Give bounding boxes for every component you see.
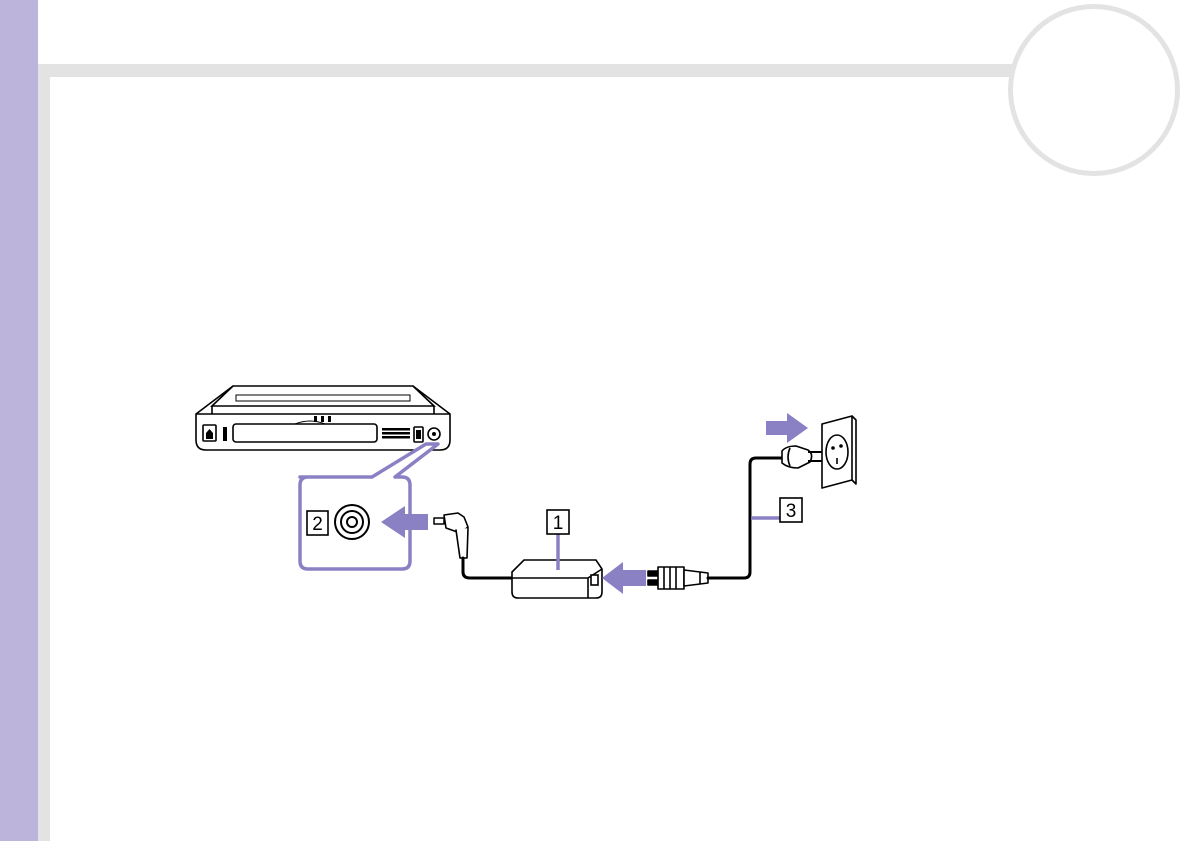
laptop-illustration: [196, 386, 450, 450]
callout-2-label: 2: [312, 514, 323, 535]
callout-2: 2: [307, 511, 328, 535]
callout-3: 3: [751, 498, 802, 522]
callout-1-label: 1: [553, 513, 564, 534]
dc-plug-cable: [434, 513, 512, 578]
dc-in-zoom-callout: [300, 444, 438, 569]
wall-outlet-illustration: [822, 416, 856, 488]
arrow-right-icon: [766, 413, 808, 443]
callout-3-label: 3: [786, 501, 797, 522]
dc-in-port-icon: [335, 505, 369, 539]
wall-plug-illustration: [782, 446, 822, 468]
ac-cord-connector: [648, 567, 708, 589]
arrow-left-icon: [602, 562, 646, 594]
